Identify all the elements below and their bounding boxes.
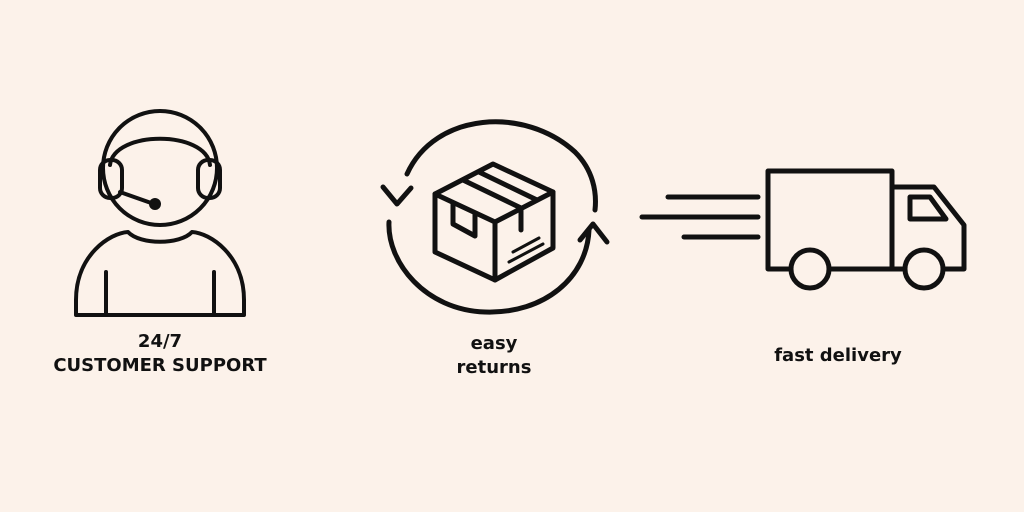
delivery-truck-icon [639,168,967,291]
easy-returns-line-2: returns [456,357,532,378]
easy-returns-label: easy returns [457,332,532,380]
headset-agent-icon [74,109,246,317]
box-returns-icon [380,119,610,315]
customer-support-label: 24/7 CUSTOMER SUPPORT [53,330,266,378]
customer-support-line-1: 24/7 [137,331,183,352]
customer-support-line-2: CUSTOMER SUPPORT [53,355,267,376]
fast-delivery-label: fast delivery [774,344,902,368]
easy-returns-line-1: easy [470,333,518,354]
fast-delivery-line-1: fast delivery [774,345,902,366]
